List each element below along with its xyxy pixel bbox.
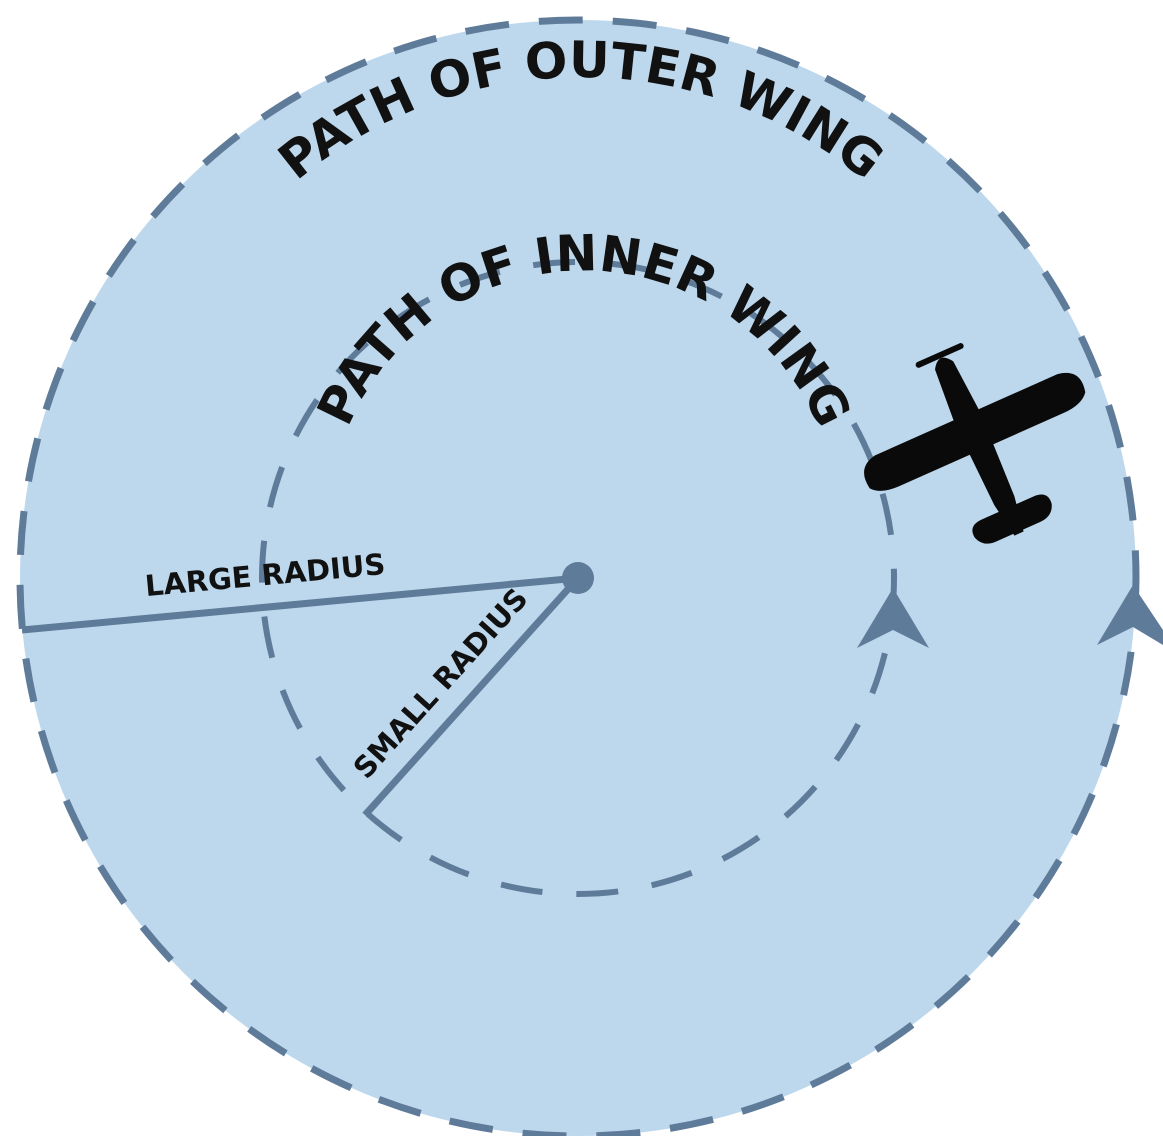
center-point xyxy=(562,562,594,594)
